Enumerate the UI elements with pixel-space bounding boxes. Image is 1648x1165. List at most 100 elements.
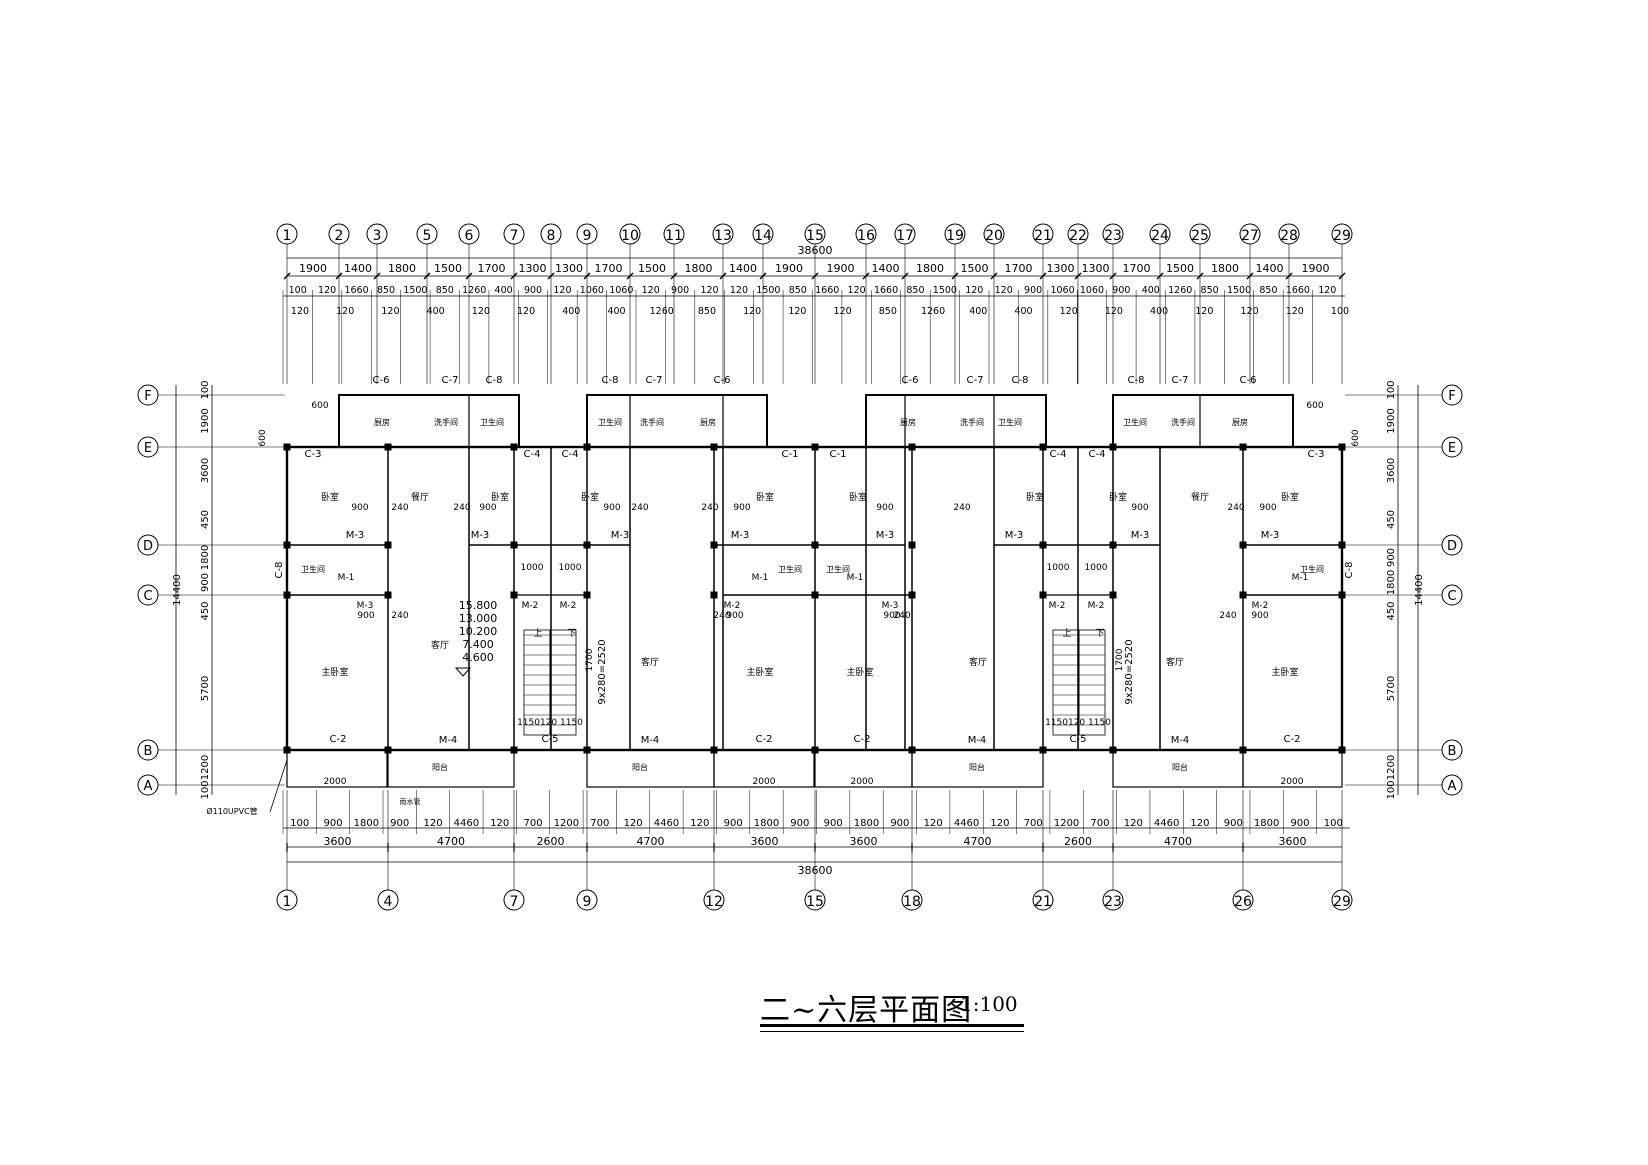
dim-text: 900 — [524, 285, 542, 296]
dim-text: 400 — [495, 285, 513, 296]
door-label: M-3 — [346, 530, 365, 541]
small-dim: 240 — [391, 611, 408, 621]
dim-tick — [670, 272, 678, 280]
room-balcony: 阳台 — [632, 762, 648, 772]
dim-text: 3600 — [324, 835, 352, 848]
dim-text: 3600 — [850, 835, 878, 848]
dim-tick — [719, 272, 727, 280]
overall-dim-text: 38600 — [798, 244, 833, 257]
axis-bubble-bottom — [503, 889, 525, 911]
room-kitchen: 厨房 — [700, 417, 716, 427]
dim-text: 100 — [1324, 818, 1343, 829]
axis-bubble-left — [137, 739, 159, 761]
axis-label-top: 17 — [896, 228, 914, 244]
dim-text: 1500 — [961, 262, 989, 275]
dim-text: 1500 — [933, 285, 957, 296]
small-dim: 1000 — [1047, 563, 1070, 573]
door-label: M-4 — [968, 735, 987, 746]
column — [510, 541, 518, 549]
dimension-chains — [175, 257, 1419, 863]
room-living: 客厅 — [1166, 656, 1184, 668]
small-dim: 240 — [453, 503, 470, 513]
dim-text: 900 — [1290, 818, 1309, 829]
dim-text: 850 — [789, 285, 807, 296]
door-label: M-3 — [1131, 530, 1150, 541]
axis-bubble-top — [894, 223, 916, 245]
column — [908, 746, 916, 754]
room-wash: 洗手间 — [960, 417, 984, 427]
column — [1338, 541, 1346, 549]
small-dim: 900 — [1259, 503, 1276, 513]
dim-text: 900 — [824, 818, 843, 829]
dim-text: 1260 — [921, 306, 945, 317]
column — [510, 443, 518, 451]
dim-text: 100 — [1386, 780, 1397, 799]
axis-bubble-bottom — [1032, 889, 1054, 911]
small-dim: 1000 — [1085, 563, 1108, 573]
axis-bubble-bottom — [1232, 889, 1254, 911]
dim-text: 120 — [1240, 306, 1258, 317]
axis-label-bottom: 7 — [510, 894, 519, 910]
stair-label: 上 — [533, 628, 542, 639]
axis-label-left: D — [143, 539, 153, 554]
room-bath: 卫生间 — [1123, 417, 1147, 427]
stair-dims: 1150120 1150 — [1045, 718, 1111, 728]
room-living: 客厅 — [431, 639, 449, 651]
dim-tick — [626, 272, 634, 280]
axis-bubble-bottom — [804, 889, 826, 911]
axis-bubble-top — [540, 223, 562, 245]
dim-text: 1660 — [344, 285, 368, 296]
axis-bubble-bottom — [703, 889, 725, 911]
dim-text: 5700 — [200, 676, 211, 701]
window-label: C-3 — [1308, 449, 1325, 460]
column — [510, 591, 518, 599]
door-label: M-3 — [882, 601, 899, 611]
dim-text: 120 — [730, 285, 748, 296]
small-dim: 900 — [357, 611, 374, 621]
window-label: C-1 — [782, 449, 799, 460]
axis-label-top: 6 — [465, 228, 474, 244]
dim-text: 100 — [1386, 380, 1397, 399]
axis-label-top: 29 — [1333, 228, 1351, 244]
dim-tick — [547, 272, 555, 280]
dim-text: 900 — [724, 818, 743, 829]
door-label: M-1 — [847, 573, 864, 583]
small-dim: 240 — [893, 611, 910, 621]
axis-label-top: 7 — [510, 228, 519, 244]
door-label: M-4 — [439, 735, 458, 746]
axis-label-bottom: 23 — [1104, 894, 1122, 910]
small-dim: 1700 — [585, 648, 595, 671]
dim-text: 1200 — [554, 818, 579, 829]
axis-label-top: 3 — [373, 228, 382, 244]
dim-text: 1260 — [1168, 285, 1192, 296]
dim-text: 120 — [743, 306, 761, 317]
axis-label-top: 19 — [946, 228, 964, 244]
axis-label-top: 9 — [583, 228, 592, 244]
axis-bubble-top — [663, 223, 685, 245]
dim-tick — [862, 272, 870, 280]
dim-text: 120 — [995, 285, 1013, 296]
small-dim: 900 — [883, 611, 900, 621]
dim-tick — [1196, 272, 1204, 280]
walls — [283, 394, 1346, 788]
dim-text: 1800 — [354, 818, 379, 829]
axis-label-top: 5 — [423, 228, 432, 244]
room-bedroom: 卧室 — [1109, 491, 1127, 503]
dim-text: 450 — [1386, 510, 1397, 529]
axis-label-top: 14 — [754, 228, 772, 244]
balcony — [586, 749, 715, 788]
small-dim: 240 — [1227, 503, 1244, 513]
dim-text: 1200 — [1054, 818, 1079, 829]
dim-text: 850 — [436, 285, 454, 296]
axis-bubble-right — [1441, 534, 1463, 556]
dim-text: 120 — [1286, 306, 1304, 317]
axis-label-top: 13 — [714, 228, 732, 244]
axis-label-top: 11 — [665, 228, 683, 244]
column — [710, 591, 718, 599]
column — [710, 541, 718, 549]
dim-text: 1800 — [754, 818, 779, 829]
dim-text: 1060 — [1050, 285, 1074, 296]
dim-text: 1700 — [1005, 262, 1033, 275]
dim-text: 850 — [377, 285, 395, 296]
